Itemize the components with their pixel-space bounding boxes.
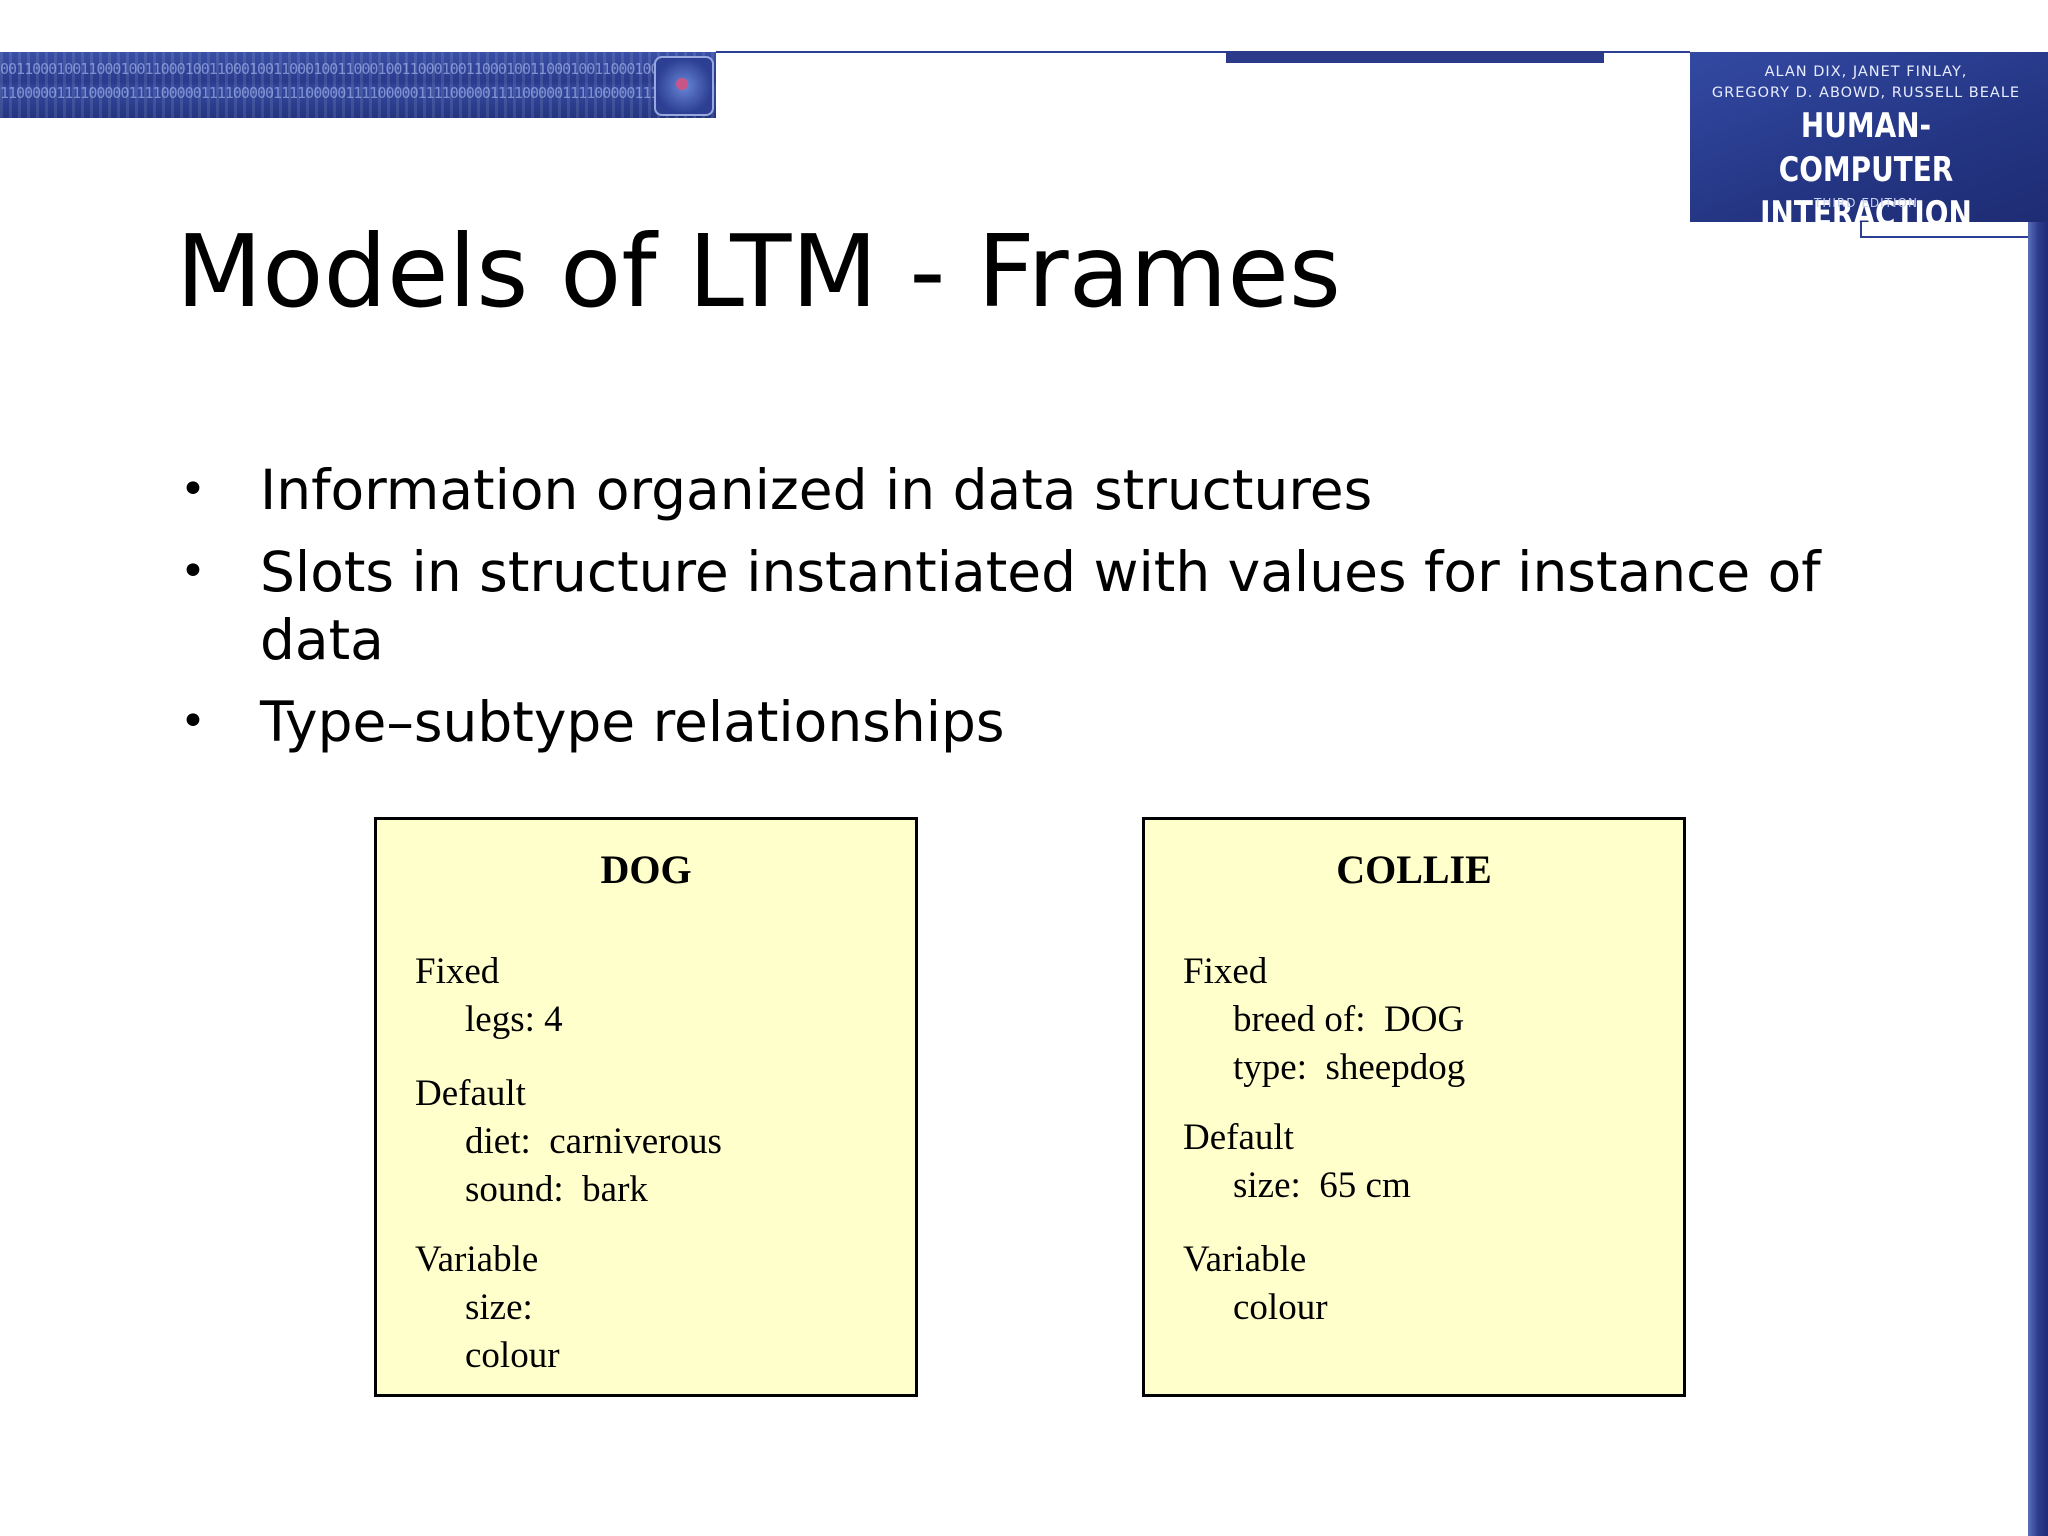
slot-value: legs: 4 [465,999,563,1040]
banner-binary-pattern: 1100000111100000111100000111100000111100… [0,84,708,102]
bullet-text: Information organized in data structures [260,458,1373,522]
bullet-list: • Information organized in data structur… [176,456,1876,770]
header-accent-bar [1226,51,1604,63]
frame-section-fixed: Fixed legs: 4 [415,948,563,1044]
frame-section-default: Default size: 65 cm [1183,1114,1411,1210]
frame-title: DOG [600,847,692,892]
book-authors: ALAN DIX, JANET FINLAY, GREGORY D. ABOWD… [1690,62,2042,104]
bullet-icon: • [180,546,206,597]
section-label: Default [415,1073,526,1114]
book-edition: THIRD EDITION [1814,196,1918,210]
header-rule [716,51,1690,53]
bullet-text: Slots in structure instantiated with val… [260,540,1821,672]
banner-emblem-icon [654,56,714,116]
corner-rule [1860,222,1862,238]
bullet-icon: • [180,464,206,515]
slot-value: type: sheepdog [1233,1047,1466,1088]
slot-value: size: 65 cm [1233,1165,1411,1206]
frame-section-default: Default diet: carniverous sound: bark [415,1070,722,1214]
slot-value: diet: carniverous [465,1121,722,1162]
book-title-line: INTERACTION [1760,194,1972,234]
right-edge-bar [2028,222,2048,1536]
banner-binary-pattern: 0011000100110001001100010011000100110001… [0,60,708,78]
section-label: Fixed [1183,951,1268,992]
frame-section-variable: Variable size: colour [415,1236,560,1380]
section-label: Fixed [415,951,500,992]
bullet-item: • Type–subtype relationships [176,688,1876,756]
frame-section-fixed: Fixed breed of: DOG type: sheepdog [1183,948,1465,1092]
frame-section-variable: Variable colour [1183,1236,1328,1332]
book-authors-line: ALAN DIX, JANET FINLAY, [1764,64,1968,80]
slot-value: breed of: DOG [1233,999,1465,1040]
book-cover-logo: ALAN DIX, JANET FINLAY, GREGORY D. ABOWD… [1690,52,2048,234]
frame-title: COLLIE [1336,847,1492,892]
slot-value: size: [465,1287,533,1328]
slot-value: colour [465,1335,560,1376]
frame-dog: DOG Fixed legs: 4 Default diet: carniver… [374,817,918,1397]
header-banner: 0011000100110001001100010011000100110001… [0,52,716,118]
book-title-line: HUMAN-COMPUTER [1778,106,1954,190]
bullet-item: • Information organized in data structur… [176,456,1876,524]
bullet-text: Type–subtype relationships [260,690,1005,754]
section-label: Default [1183,1117,1294,1158]
bullet-icon: • [180,696,206,747]
slide-title: Models of LTM - Frames [176,213,1341,330]
book-authors-line: GREGORY D. ABOWD, RUSSELL BEALE [1711,85,2021,101]
section-label: Variable [1183,1239,1307,1280]
frame-collie: COLLIE Fixed breed of: DOG type: sheepdo… [1142,817,1686,1397]
slot-value: sound: bark [465,1169,648,1210]
corner-rule [1860,236,2048,238]
section-label: Variable [415,1239,539,1280]
bullet-item: • Slots in structure instantiated with v… [176,538,1876,674]
slot-value: colour [1233,1287,1328,1328]
book-title: HUMAN-COMPUTER INTERACTION [1722,104,2011,236]
